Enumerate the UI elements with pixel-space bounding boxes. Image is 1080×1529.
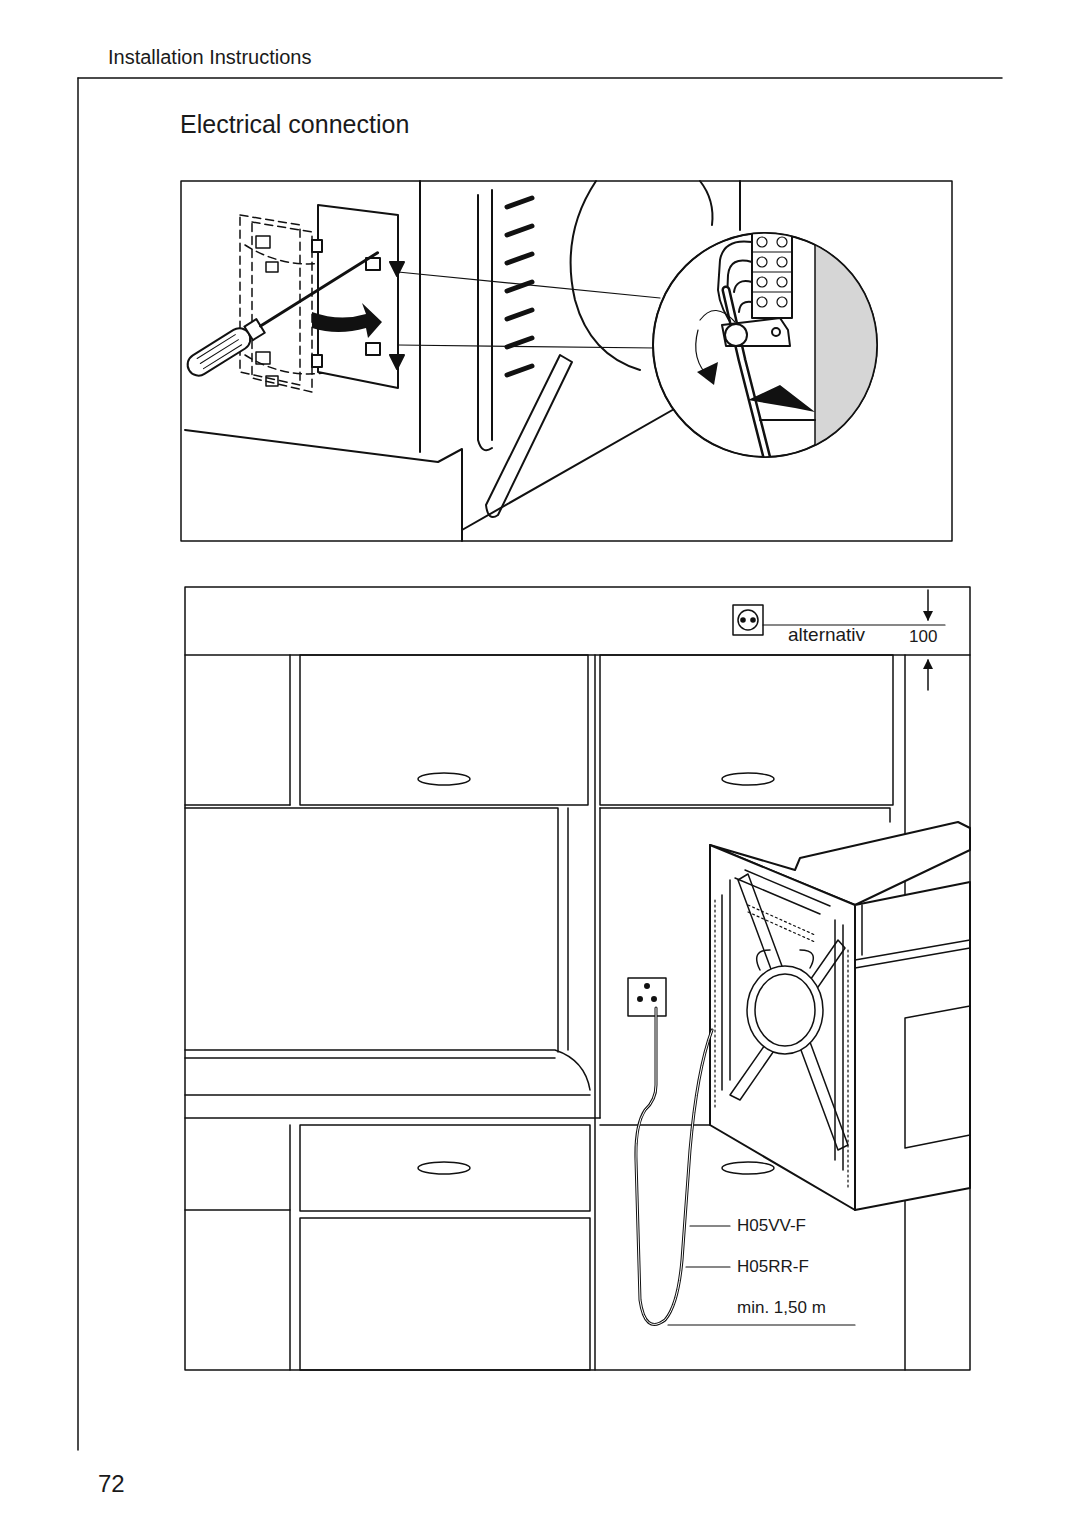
page-number: 72 bbox=[98, 1470, 125, 1498]
running-header: Installation Instructions bbox=[108, 46, 311, 69]
cable-length: min. 1,50 m bbox=[737, 1298, 826, 1318]
option-note: alternativ bbox=[788, 624, 865, 646]
cable-type: H05VV-F bbox=[737, 1216, 806, 1236]
cable-type: H05RR-F bbox=[737, 1257, 809, 1277]
section-title: Electrical connection bbox=[180, 110, 409, 139]
dimension-value: 100 bbox=[909, 627, 937, 647]
